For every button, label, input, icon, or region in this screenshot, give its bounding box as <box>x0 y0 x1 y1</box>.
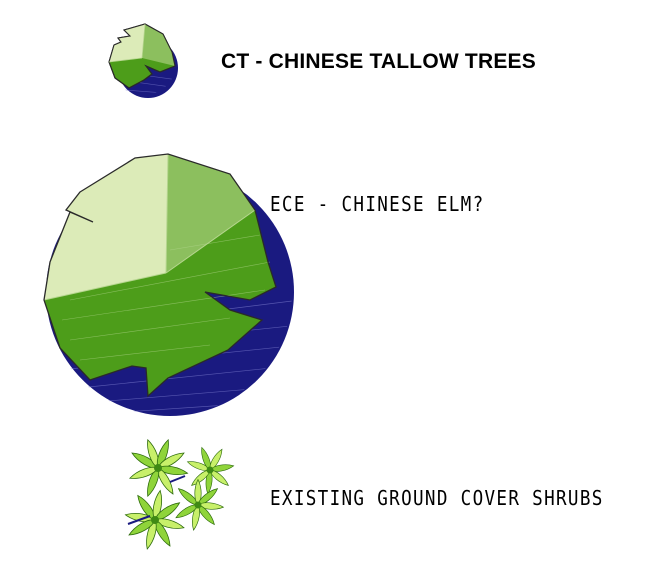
legend-label-chinese-elm: ECE - CHINESE ELM? <box>270 192 485 216</box>
legend-label-chinese-tallow: CT - CHINESE TALLOW TREES <box>221 50 536 73</box>
legend-label-ground-cover-shrubs: EXISTING GROUND COVER SHRUBS <box>270 486 604 510</box>
shrub-cluster-symbol <box>124 438 235 551</box>
large-canopy-tree-symbol <box>43 153 294 416</box>
small-canopy-tree-symbol <box>108 23 178 98</box>
